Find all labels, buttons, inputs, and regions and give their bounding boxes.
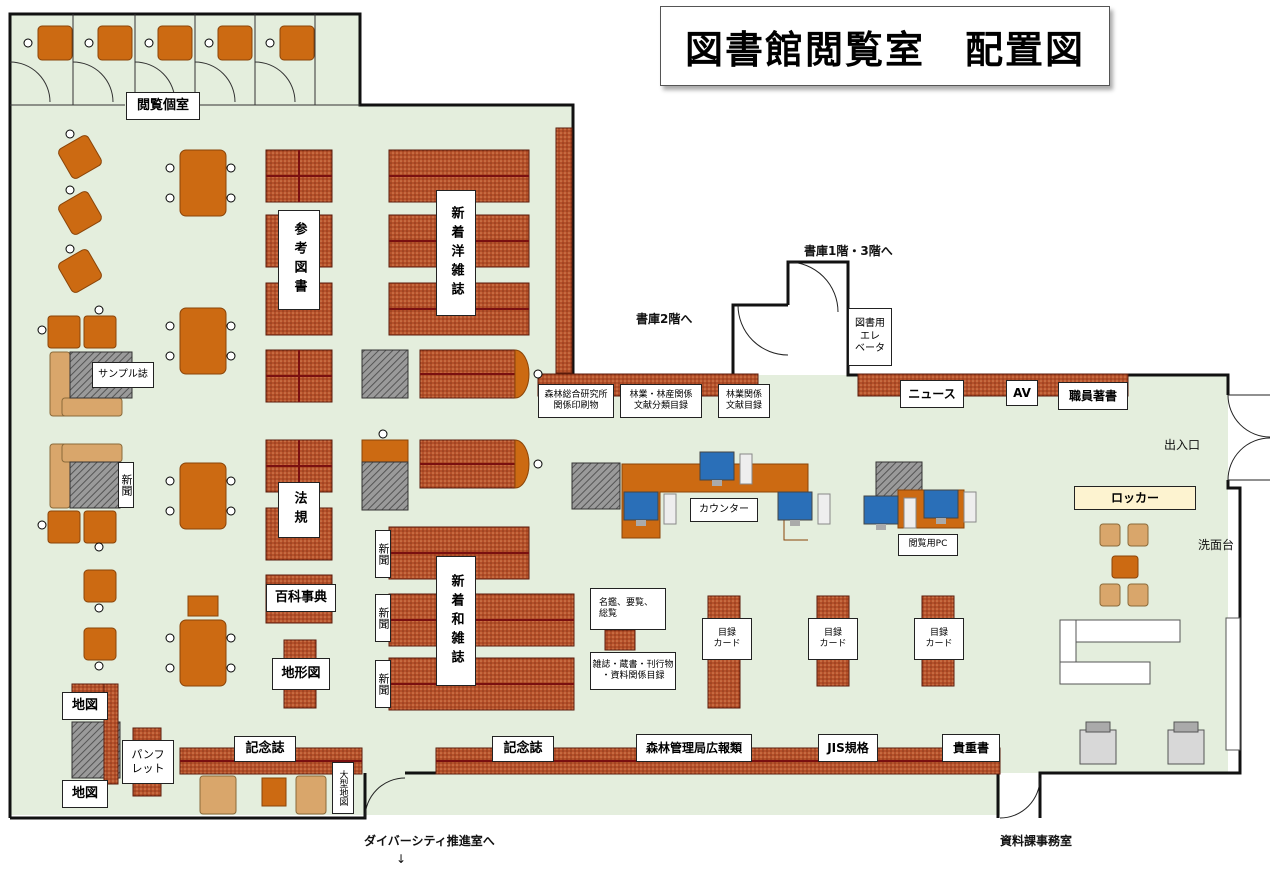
catalog-card-label: 目録 カード: [808, 618, 858, 660]
encyclopedia-label: 百科事典: [266, 584, 336, 612]
pamphlet-label: パンフレット: [122, 740, 174, 784]
locker-label: ロッカー: [1074, 486, 1196, 510]
magazine-catalog-label: 雑誌・蔵書・刊行物 ・資料関係目録: [590, 652, 676, 690]
newspaper-label: 新聞: [375, 660, 391, 708]
commemorative-label: 記念誌: [234, 736, 296, 762]
av-label: AV: [1006, 380, 1038, 406]
stack-1-3-label: 書庫1階・3階へ: [804, 244, 893, 258]
forestry-catalog-label: 林業・林産関係 文献分類目録: [620, 384, 702, 418]
commemorative-label: 記念誌: [492, 736, 554, 762]
jis-label: JIS規格: [818, 734, 878, 762]
arrow-down-icon: ↓: [396, 852, 407, 866]
map-label: 地図: [62, 692, 108, 720]
private-rooms: [9, 14, 360, 106]
forestry-docs-label: 林業関係 文献目録: [718, 384, 770, 418]
elevator-label: 図書用 エレ ベータ: [848, 308, 892, 366]
copiers: [1079, 721, 1205, 765]
counter-label: カウンター: [690, 498, 758, 522]
entrance-label: 出入口: [1164, 438, 1201, 452]
law-label: 法規: [278, 482, 320, 538]
catalog-card-label: 目録 カード: [914, 618, 964, 660]
staff-books-label: 職員著書: [1058, 382, 1128, 410]
forestry-research-label: 森林総合研究所 関係印刷物: [538, 384, 614, 418]
catalog-card-label: 目録 カード: [702, 618, 752, 660]
new-japanese-magazines-label: 新着和雑誌: [436, 556, 476, 686]
newspaper-label: 新聞: [375, 594, 391, 642]
rare-books-label: 貴重書: [942, 734, 1000, 762]
news-label: ニュース: [900, 380, 964, 408]
newspaper-label: 新聞: [375, 530, 391, 578]
newspaper-label: 新聞: [118, 462, 134, 508]
pc-label: 閲覧用PC: [898, 534, 958, 556]
directory-label: 名鑑、要覧、 総覧: [590, 588, 666, 630]
diversity-office-label: ダイバーシティ推進室へ: [364, 834, 495, 848]
forest-bureau-label: 森林管理局広報類: [636, 734, 752, 762]
sample-magazines-label: サンプル誌: [92, 362, 154, 388]
office-label: 資料課事務室: [1000, 834, 1073, 848]
computers: [623, 451, 977, 530]
floor-area: [10, 14, 1228, 815]
large-map-label: 大型地図: [332, 762, 354, 814]
page-title: 図書館閲覧室 配置図: [660, 6, 1110, 86]
private-rooms-label: 閲覧個室: [126, 92, 200, 120]
map-label: 地図: [62, 780, 108, 808]
topographic-map-label: 地形図: [272, 658, 330, 690]
new-foreign-magazines-label: 新着洋雑誌: [436, 190, 476, 316]
reference-books-label: 参考図書: [278, 210, 320, 310]
stack-2-label: 書庫2階へ: [636, 312, 693, 326]
washstand-label: 洗面台: [1198, 538, 1235, 552]
